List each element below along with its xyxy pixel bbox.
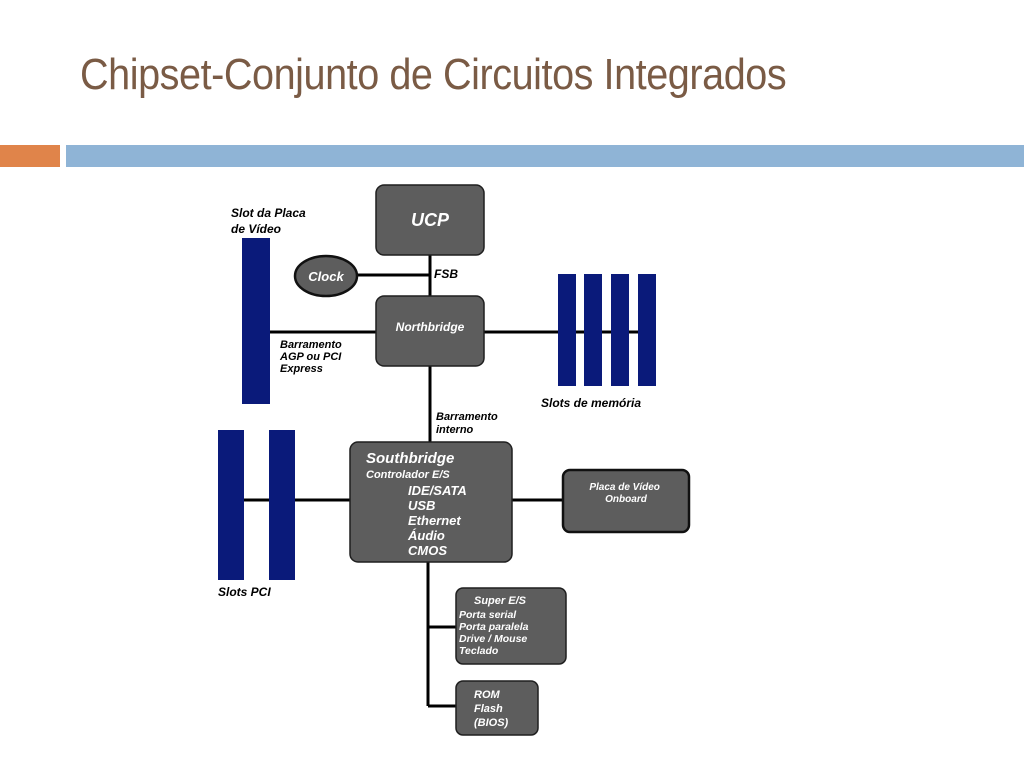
super-io-box [455,587,567,665]
video-card-slot [242,238,270,404]
memory-slots-label: Slots de memória [541,396,641,410]
memory-slots [558,274,656,386]
northbridge-label: Northbridge [396,320,465,334]
accent-bar-blue [66,145,1024,167]
memory-slot-3 [611,274,629,386]
internal-bus-label: Barramento interno [436,411,501,436]
onboard-video-label: Placa de Vídeo Onboard [589,482,662,505]
onboard-video-box [561,468,691,534]
pci-slot-2 [269,430,295,580]
rom-label: ROM Flash (BIOS) [474,689,509,729]
slide-title: Chipset-Conjunto de Circuitos Integrados [80,50,787,99]
super-io-title: Super E/S [474,595,527,607]
pci-slot-1 [218,430,244,580]
fsb-label: FSB [434,267,458,281]
southbridge-title: Southbridge [366,450,454,467]
southbridge-subtitle: Controlador E/S [366,469,450,481]
video-slot-label: Slot da Placa de Vídeo [231,206,309,236]
memory-slot-1 [558,274,576,386]
rom-box [455,680,539,736]
memory-slot-2 [584,274,602,386]
northbridge-box [375,295,485,367]
pci-slots-label: Slots PCI [218,585,271,599]
super-io-items: Porta serial Porta paralela Drive / Mous… [459,609,531,657]
agp-bus-label: Barramento AGP ou PCI Express [279,339,345,375]
southbridge-functions: IDE/SATA USB Ethernet Áudio CMOS [407,483,470,558]
ucp-box [375,184,485,256]
ucp-label: UCP [411,210,450,230]
memory-slot-4 [638,274,656,386]
southbridge-box [349,441,513,563]
clock-label: Clock [308,269,344,284]
clock-node [293,254,359,298]
accent-bar-orange [0,145,60,167]
